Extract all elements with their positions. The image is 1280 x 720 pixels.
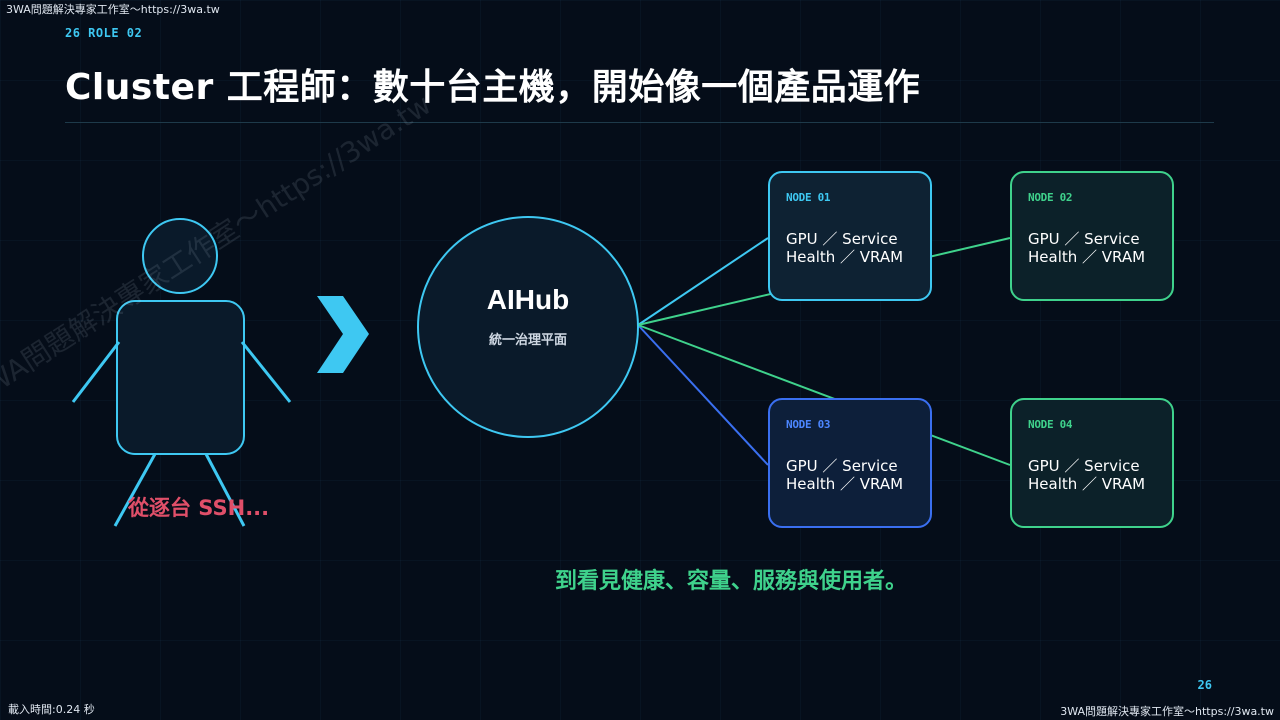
node-metric-line-2: Health ／ VRAM xyxy=(786,248,904,266)
link-hub-node-03 xyxy=(637,324,769,466)
node-metric-line-1: GPU ／ Service xyxy=(1028,457,1140,475)
node-card-04: NODE 04 GPU ／ Service Health ／ VRAM xyxy=(1010,398,1174,528)
node-id: NODE 02 xyxy=(1028,191,1073,204)
hub-circle xyxy=(417,216,639,438)
node-id: NODE 04 xyxy=(1028,418,1073,431)
node-metric-line-2: Health ／ VRAM xyxy=(1028,475,1146,493)
title-divider xyxy=(65,122,1214,123)
bottom-watermark-text: 3WA問題解決專家工作室～https://3wa.tw xyxy=(1060,705,1274,718)
node-metric-line-1: GPU ／ Service xyxy=(786,230,898,248)
hub-title: AIHub xyxy=(486,284,570,315)
node-id: NODE 01 xyxy=(786,191,831,204)
node-card-03: NODE 03 GPU ／ Service Health ／ VRAM xyxy=(768,398,932,528)
slide-title: Cluster 工程師：數十台主機，開始像一個產品運作 xyxy=(65,67,921,108)
node-card-02: NODE 02 GPU ／ Service Health ／ VRAM xyxy=(1010,171,1174,301)
hub-subtitle: 統一治理平面 xyxy=(488,333,567,348)
page-number: 26 xyxy=(1197,678,1212,692)
top-watermark-text: 3WA問題解決專家工作室～https://3wa.tw xyxy=(6,3,220,16)
slide-kicker: 26 ROLE 02 xyxy=(65,26,143,40)
bottom-message: 到看見健康、容量、服務與使用者。 xyxy=(555,569,908,594)
node-id: NODE 03 xyxy=(786,418,831,431)
node-card-01: NODE 01 GPU ／ Service Health ／ VRAM xyxy=(768,171,932,301)
node-metric-line-2: Health ／ VRAM xyxy=(1028,248,1146,266)
person-caption: 從逐台 SSH... xyxy=(128,496,270,520)
person-outline-icon xyxy=(71,218,292,527)
link-hub-node-01 xyxy=(637,237,769,326)
load-time-text: 載入時間:0.24 秒 xyxy=(8,703,95,716)
chevron-right-icon xyxy=(317,296,369,373)
node-metric-line-2: Health ／ VRAM xyxy=(786,475,904,493)
node-metric-line-1: GPU ／ Service xyxy=(786,457,898,475)
node-metric-line-1: GPU ／ Service xyxy=(1028,230,1140,248)
link-hub-node-04 xyxy=(637,324,1011,466)
